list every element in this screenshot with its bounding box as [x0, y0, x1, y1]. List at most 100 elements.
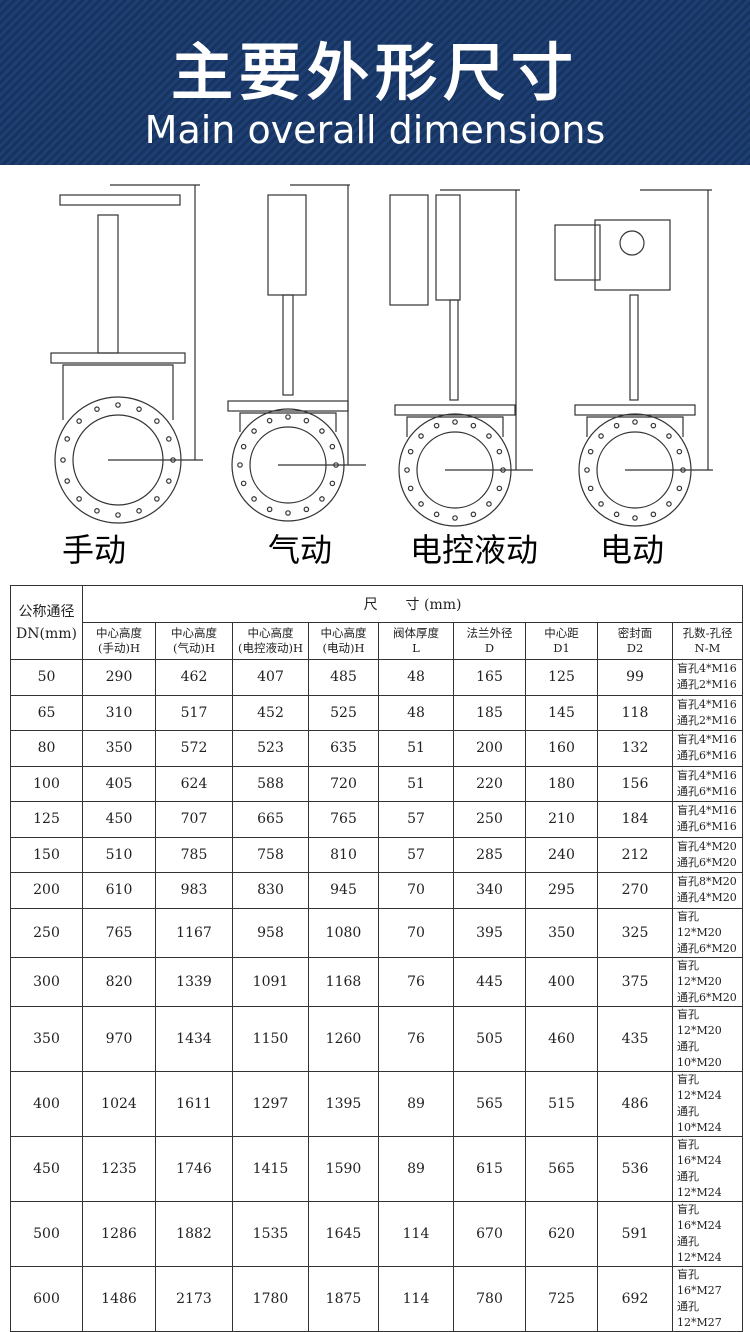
table-cell: 624: [155, 765, 233, 802]
table-cell: 270: [597, 872, 673, 909]
hydraulic-valve-bolt-hole: [418, 433, 424, 439]
table-cell: 1260: [308, 1005, 379, 1072]
table-cell: 692: [597, 1265, 673, 1332]
table-cell: 1167: [155, 907, 233, 958]
table-cell: 132: [597, 730, 673, 767]
table-cell: 665: [232, 801, 309, 838]
table-cell: 600: [10, 1265, 83, 1332]
table-cell: 220: [453, 765, 526, 802]
table-cell: 184: [597, 801, 673, 838]
table-cell: 180: [525, 765, 598, 802]
electric-valve-top-plate: [574, 404, 696, 416]
table-cell: 725: [525, 1265, 598, 1332]
title-cn: 主要外形尺寸: [170, 36, 579, 109]
table-cell: 325: [597, 907, 673, 958]
hydraulic-valve-bolt-hole: [486, 433, 492, 439]
hydraulic-valve-bolt-hole: [404, 467, 410, 473]
manual-valve-bolt-hole: [136, 508, 142, 514]
table-cell: 250: [10, 907, 83, 958]
table-cell: 57: [378, 801, 454, 838]
electric-valve-bolt-hole: [632, 515, 638, 521]
hydraulic-valve-bolt-hole: [496, 448, 503, 455]
hydraulic-valve-bolt-hole: [433, 422, 440, 429]
table-cell: 400: [525, 956, 598, 1007]
table-cell: 200: [453, 730, 526, 767]
manual-valve-bolt-hole: [64, 478, 70, 484]
table-cell: 525: [308, 694, 379, 731]
electric-valve-bolt-hole: [584, 467, 590, 473]
table-cell: 572: [155, 730, 233, 767]
manual-valve-bolt-hole: [115, 402, 121, 408]
hydraulic-valve-bolt-hole: [470, 422, 477, 429]
table-cell: 240: [525, 836, 598, 873]
table-cell: 407: [232, 659, 309, 696]
table-cell: 1535: [232, 1200, 309, 1267]
table-cell: 51: [378, 765, 454, 802]
table-cell: 89: [378, 1135, 454, 1202]
table-cell: 100: [10, 765, 83, 802]
table-cell: 118: [597, 694, 673, 731]
pneumatic-valve-bolt-hole: [240, 443, 247, 450]
label-electro-hydraulic: 电控液动: [410, 531, 539, 569]
hydraulic-valve-top-plate: [394, 404, 516, 416]
table-cell: 958: [232, 907, 309, 958]
column-header: 中心高度(电动)H: [308, 622, 379, 660]
table-cell: 445: [453, 956, 526, 1007]
manual-valve-bolt-hole: [64, 436, 70, 442]
manual-valve-bolt-hole: [136, 406, 142, 412]
hydraulic-valve-bolt-hole: [407, 448, 414, 455]
table-cell: 780: [453, 1265, 526, 1332]
table-cell: 1235: [82, 1135, 156, 1202]
table-cell: 80: [10, 730, 83, 767]
table-cell: 785: [155, 836, 233, 873]
pneumatic-valve-bolt-hole: [266, 417, 273, 424]
valve-drawings: [50, 184, 713, 527]
table-cell: 485: [308, 659, 379, 696]
pneumatic-valve-bolt-hole: [329, 480, 336, 487]
hydraulic-valve-bolt-hole: [452, 515, 458, 521]
pneumatic-valve-bolt-hole: [303, 417, 310, 424]
electric-stem: [629, 294, 639, 401]
label-pneumatic: 气动: [268, 531, 333, 569]
table-cell: 51: [378, 730, 454, 767]
table-cell: 707: [155, 801, 233, 838]
table-cell: 156: [597, 765, 673, 802]
table-cell: 1091: [232, 956, 309, 1007]
manual-valve-bolt-hole: [76, 496, 82, 502]
pneumatic-valve-bolt-hole: [319, 428, 325, 434]
table-cell: 820: [82, 956, 156, 1007]
hydraulic-cylinder: [435, 194, 461, 301]
table-cell: 460: [525, 1005, 598, 1072]
label-manual: 手动: [62, 531, 127, 569]
table-cell: 210: [525, 801, 598, 838]
table-cell: 185: [453, 694, 526, 731]
pneumatic-valve-bolt-hole: [266, 506, 273, 513]
table-cell: 1645: [308, 1200, 379, 1267]
manual-stem: [97, 214, 119, 354]
column-header: 中心高度(电控液动)H: [232, 622, 309, 660]
table-cell: 1286: [82, 1200, 156, 1267]
table-cell: 517: [155, 694, 233, 731]
electric-valve-bolt-hole: [650, 422, 657, 429]
table-cell: 350: [82, 730, 156, 767]
manual-valve-bolt-hole: [166, 478, 172, 484]
table-cell: 125: [525, 659, 598, 696]
electric-valve-bolt-hole: [676, 485, 683, 492]
table-cell: 486: [597, 1070, 673, 1137]
table-cell: 1168: [308, 956, 379, 1007]
hydraulic-valve-bolt-hole: [496, 485, 503, 492]
pneumatic-valve-bolt-hole: [251, 428, 257, 434]
